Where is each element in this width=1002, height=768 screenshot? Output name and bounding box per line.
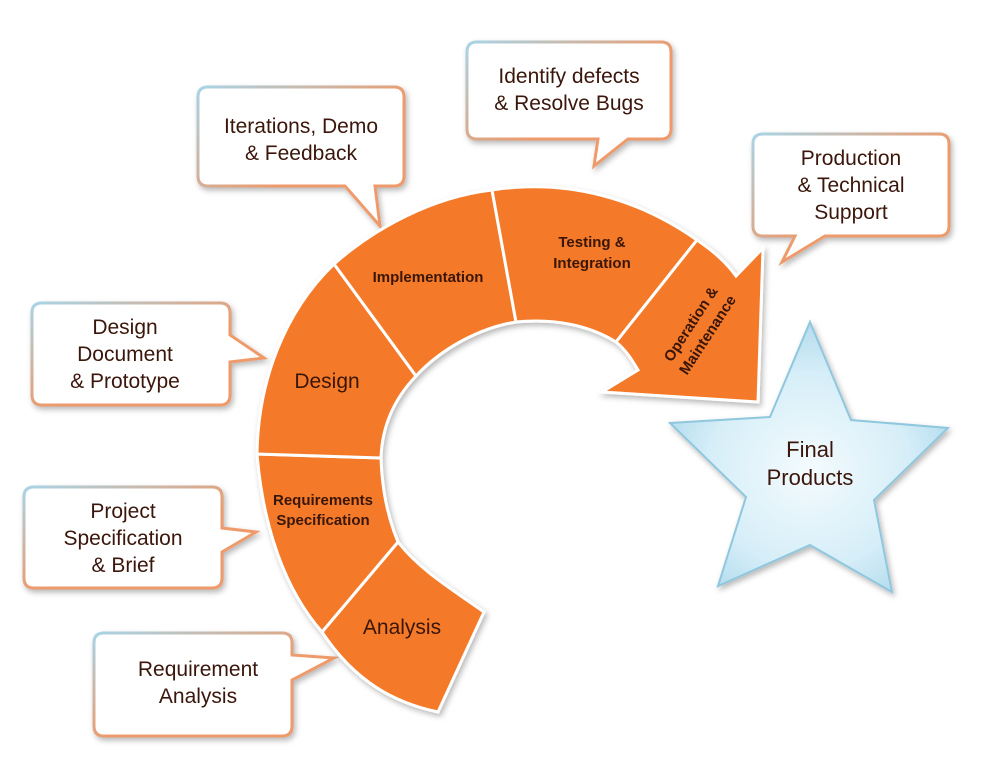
- callout-text-line: & Brief: [91, 554, 154, 577]
- stage-label-requirements-line: Specification: [276, 512, 369, 529]
- callout-identify-defects: Identify defects & Resolve Bugs: [465, 40, 673, 170]
- stage-label-testing-line: Testing &: [558, 234, 625, 251]
- stage-label-testing-line: Integration: [553, 255, 631, 272]
- star-icon: [667, 319, 951, 594]
- stage-label-design: Design: [294, 370, 359, 393]
- callout-iterations: Iterations, Demo & Feedback: [196, 85, 406, 231]
- callout-requirement-analysis: Requirement Analysis: [92, 631, 340, 738]
- final-products-label-line: Final: [786, 437, 834, 462]
- final-products-label-line: Products: [767, 465, 854, 490]
- callout-text-line: Production: [801, 147, 901, 170]
- stage-label-implementation: Implementation: [373, 269, 484, 286]
- stage-design: [255, 261, 418, 460]
- callout-text-line: & Feedback: [245, 142, 358, 165]
- stage-operation: [597, 237, 765, 404]
- stage-requirements: [255, 452, 400, 635]
- callout-text-line: Specification: [63, 527, 182, 550]
- callout-text-line: Design: [92, 316, 157, 339]
- callout-text-line: Iterations, Demo: [224, 115, 378, 138]
- callout-text-line: & Technical: [797, 174, 904, 197]
- final-products-star: Final Products: [667, 319, 951, 594]
- callout-text-line: & Prototype: [70, 370, 180, 393]
- stage-label-requirements-line: Requirements: [273, 492, 373, 509]
- lifecycle-ring: [255, 185, 765, 714]
- callout-group: Requirement Analysis Project Specificati…: [22, 40, 951, 738]
- callout-project-specification: Project Specification & Brief: [22, 485, 261, 590]
- callout-text-line: Project: [90, 500, 156, 523]
- callout-text-line: Document: [77, 343, 173, 366]
- callout-text-line: Identify defects: [498, 65, 639, 88]
- callout-text-line: Analysis: [159, 685, 237, 708]
- callout-text-line: & Resolve Bugs: [494, 92, 643, 115]
- callout-text-line: Requirement: [138, 658, 258, 681]
- callout-text-line: Support: [814, 201, 888, 224]
- callout-design-document: Design Document & Prototype: [30, 301, 269, 407]
- stage-label-analysis: Analysis: [363, 616, 441, 639]
- callout-production-support: Production & Technical Support: [751, 132, 951, 266]
- stage-implementation: [331, 188, 518, 379]
